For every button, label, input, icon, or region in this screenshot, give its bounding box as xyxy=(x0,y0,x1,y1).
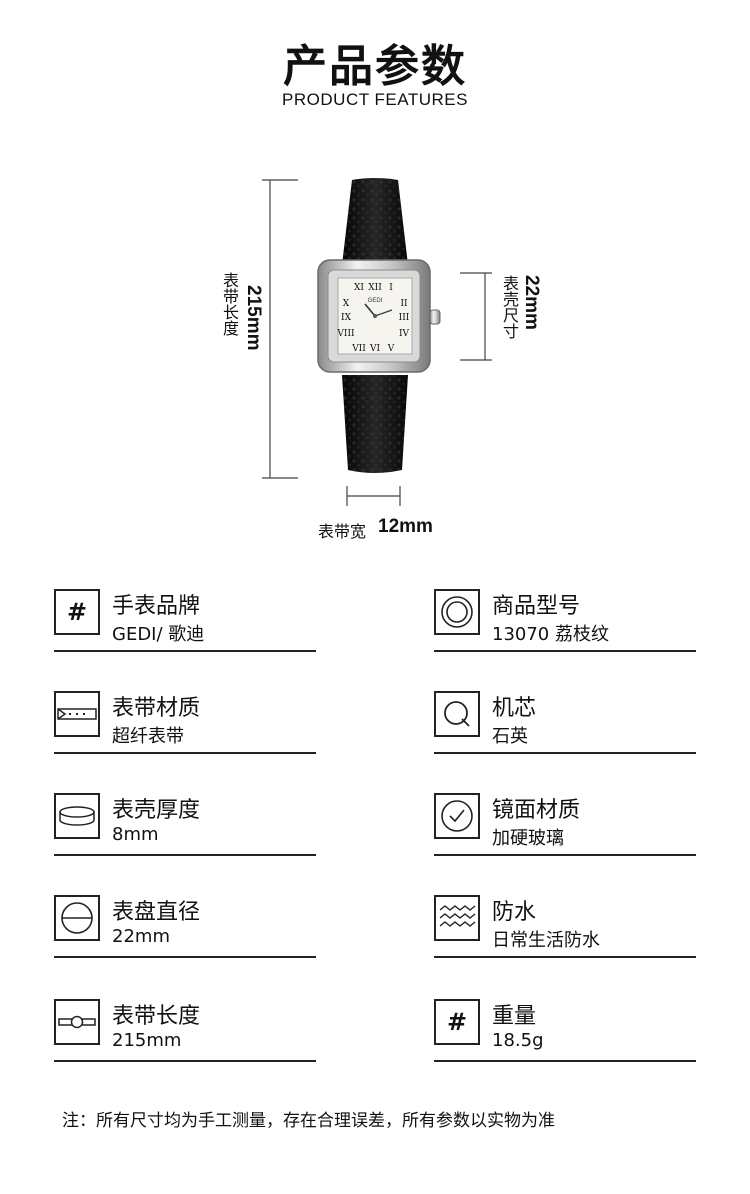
case-thickness-icon xyxy=(54,793,100,839)
case-size-label: 表壳尺寸 xyxy=(500,275,519,339)
svg-text:XI: XI xyxy=(354,283,364,293)
spec-value: 8mm xyxy=(112,824,159,845)
svg-text:VI: VI xyxy=(369,344,380,354)
svg-text:VIII: VIII xyxy=(336,329,355,339)
spec-model: 商品型号 13070 荔枝纹 xyxy=(434,586,696,652)
spec-label: 防水 xyxy=(492,900,537,925)
svg-text:IX: IX xyxy=(341,313,352,323)
svg-text:I: I xyxy=(389,283,393,293)
hash-icon: # xyxy=(434,999,480,1045)
strap-width-dimension xyxy=(346,486,401,506)
hash-icon: # xyxy=(54,589,100,635)
concentric-circles-icon xyxy=(434,589,480,635)
spec-label: 重量 xyxy=(492,1004,537,1029)
svg-text:II: II xyxy=(400,299,408,309)
spec-brand: # 手表品牌 GEDI/ 歌迪 xyxy=(54,586,316,652)
spec-label: 表盘直径 xyxy=(112,900,201,925)
bottom-strap xyxy=(342,375,408,473)
svg-text:IV: IV xyxy=(399,329,410,339)
spec-case-thickness: 表壳厚度 8mm xyxy=(54,790,316,856)
spec-value: 215mm xyxy=(112,1030,182,1051)
dial-diameter-icon xyxy=(54,895,100,941)
svg-text:XII: XII xyxy=(368,283,382,293)
watch-case: XII XI I X II IX III VIII IV VII VI V GE… xyxy=(317,259,441,373)
spec-value: 石英 xyxy=(492,726,528,747)
strap-length-dimension xyxy=(262,179,298,479)
strap-length-value: 215mm xyxy=(243,285,264,351)
spec-weight: # 重量 18.5g xyxy=(434,996,696,1062)
clock-check-icon xyxy=(434,793,480,839)
spec-strap-length: 表带长度 215mm xyxy=(54,996,316,1062)
spec-value: GEDI/ 歌迪 xyxy=(112,624,205,645)
spec-value: 22mm xyxy=(112,926,170,947)
spec-dial-diameter: 表盘直径 22mm xyxy=(54,892,316,958)
top-strap xyxy=(342,178,408,265)
spec-label: 表带材质 xyxy=(112,696,201,721)
spec-value: 日常生活防水 xyxy=(492,930,600,951)
svg-text:GEDI: GEDI xyxy=(368,298,383,304)
watch-diagram: 表带长度 215mm 22mm 表壳尺寸 表带宽 12mm xyxy=(0,170,750,550)
spec-water-resistance: 防水 日常生活防水 xyxy=(434,892,696,958)
spec-value: 13070 荔枝纹 xyxy=(492,624,609,645)
svg-text:V: V xyxy=(387,344,395,354)
page-title-cn: 产品参数 xyxy=(283,41,467,92)
footer-note: 注：所有尺寸均为手工测量，存在合理误差，所有参数以实物为准 xyxy=(62,1111,555,1131)
spec-value: 加硬玻璃 xyxy=(492,828,564,849)
spec-label: 镜面材质 xyxy=(492,798,581,823)
spec-label: 表带长度 xyxy=(112,1004,201,1029)
strap-length-icon xyxy=(54,999,100,1045)
strap-width-value: 12mm xyxy=(378,516,433,537)
svg-text:X: X xyxy=(343,299,350,309)
page-title-en: PRODUCT FEATURES xyxy=(282,90,468,109)
spec-glass: 镜面材质 加硬玻璃 xyxy=(434,790,696,856)
spec-label: 机芯 xyxy=(492,696,537,721)
watch-illustration: XII XI I X II IX III VIII IV VII VI V GE… xyxy=(262,178,492,506)
strap-length-label: 表带长度 xyxy=(220,272,239,336)
case-size-value: 22mm xyxy=(521,275,542,330)
quartz-icon xyxy=(434,691,480,737)
spec-label: 商品型号 xyxy=(492,594,581,619)
strap-width-label: 表带宽 xyxy=(318,522,367,541)
spec-value: 18.5g xyxy=(492,1030,544,1051)
svg-text:VII: VII xyxy=(351,344,366,354)
spec-label: 表壳厚度 xyxy=(112,798,201,823)
strap-icon xyxy=(54,691,100,737)
spec-label: 手表品牌 xyxy=(112,594,201,619)
spec-movement: 机芯 石英 xyxy=(434,688,696,754)
water-wave-icon xyxy=(434,895,480,941)
svg-text:III: III xyxy=(399,313,410,323)
spec-value: 超纤表带 xyxy=(112,726,184,747)
spec-strap-material: 表带材质 超纤表带 xyxy=(54,688,316,754)
case-size-dimension xyxy=(460,272,492,361)
